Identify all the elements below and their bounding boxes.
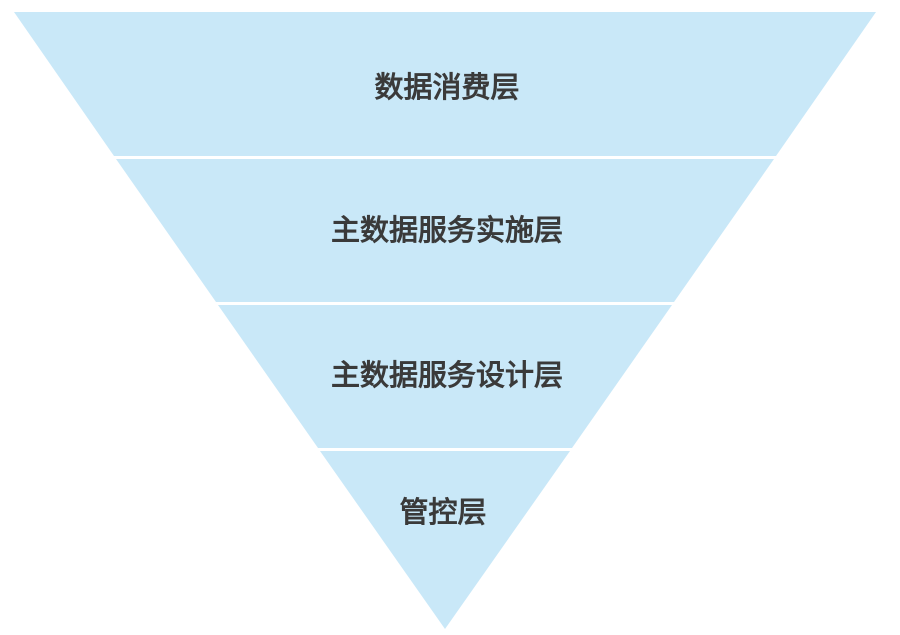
layer-md-service-design: 主数据服务设计层 (218, 305, 672, 448)
layer-label-md-service-design: 主数据服务设计层 (331, 358, 563, 392)
layer-shape-data-consumption (14, 12, 876, 156)
layer-shape-md-service-design (218, 305, 672, 448)
layer-md-service-implementation: 主数据服务实施层 (116, 159, 774, 302)
layer-shape-md-service-implementation (116, 159, 774, 302)
layer-label-governance: 管控层 (399, 495, 486, 529)
layer-label-data-consumption: 数据消费层 (374, 70, 519, 104)
layer-data-consumption: 数据消费层 (14, 12, 876, 156)
layer-governance: 管控层 (320, 451, 570, 629)
layer-label-md-service-implementation: 主数据服务实施层 (331, 213, 563, 247)
layer-shape-governance (320, 451, 570, 629)
